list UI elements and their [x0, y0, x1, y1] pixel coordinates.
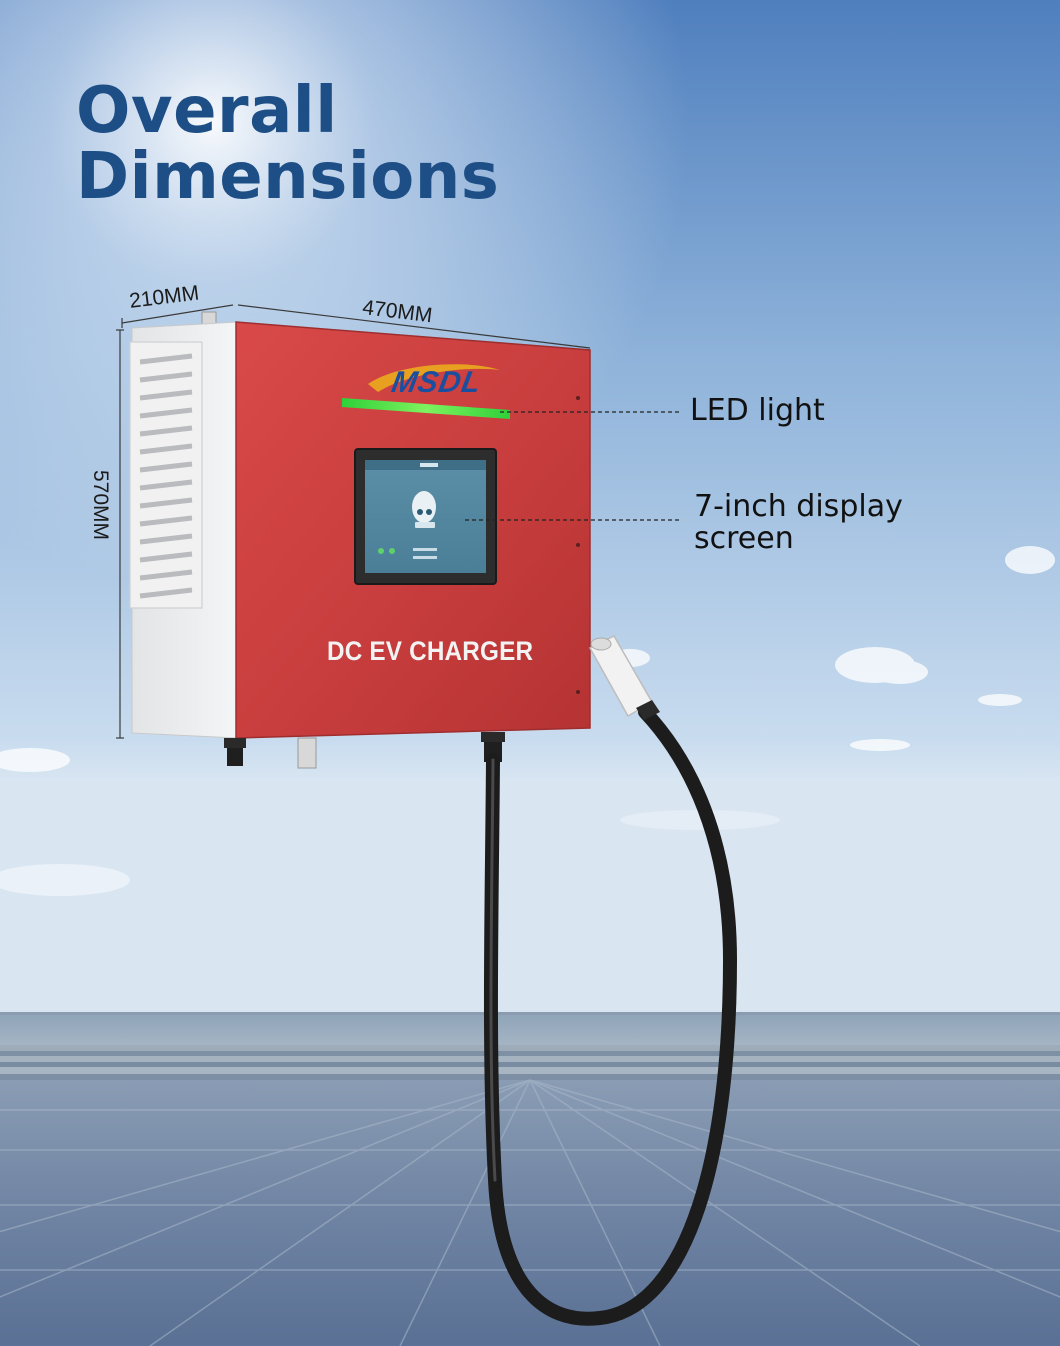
callout-display-line-1: 7-inch display [694, 489, 903, 524]
height-label: 570MM [89, 470, 112, 541]
brand-logo-text: MSDL [389, 366, 484, 399]
floor-grid [0, 1079, 1060, 1346]
page-title: Overall Dimensions [76, 78, 499, 210]
cable-highlight [489, 758, 497, 1182]
charging-connector [588, 635, 660, 720]
horizon-line [0, 1012, 1060, 1015]
side-panel [129, 321, 238, 739]
title-line-1: Overall [76, 74, 338, 148]
callout-display: 7-inch display screen [694, 491, 903, 555]
steps [0, 1045, 1060, 1080]
dimension-lines [116, 304, 591, 739]
cable-gland-left [224, 738, 246, 766]
callout-led-light: LED light [690, 393, 825, 428]
title-line-2: Dimensions [76, 140, 500, 214]
display-screen [354, 448, 497, 585]
body-screws [576, 396, 580, 694]
clouds [0, 546, 1055, 896]
mount-tab-bottom [297, 737, 317, 769]
charger-label: DC EV CHARGER [327, 636, 534, 666]
callout-lines [465, 411, 680, 521]
brand-swoosh [368, 364, 500, 392]
callout-display-line-2: screen [694, 521, 794, 556]
led-light-bar [342, 398, 510, 419]
side-vents [139, 353, 193, 599]
floor [0, 1080, 1060, 1346]
